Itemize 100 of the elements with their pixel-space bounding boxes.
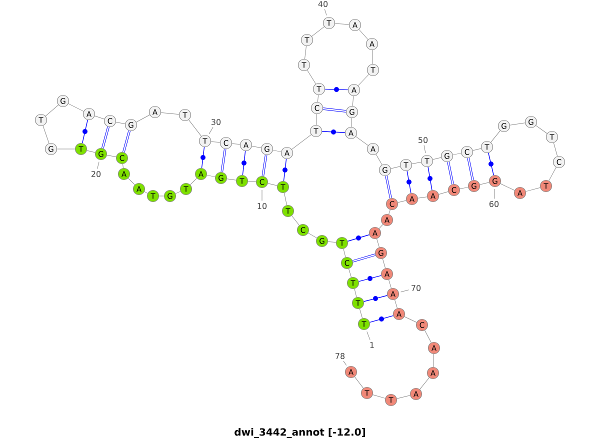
backbone-line [106,154,116,158]
backbone-line [548,167,556,181]
position-number: 70 [412,284,421,292]
backbone-line [248,181,256,182]
backbone-line [376,238,380,248]
backbone-line [510,122,526,126]
base-pair-line [282,158,288,182]
backbone-line [390,166,400,169]
position-number: 20 [92,170,101,178]
base-pair-line [488,152,494,176]
leader-line [208,126,214,134]
title: dwi_3442_annot [-12.0] [234,428,366,438]
backbone-line [500,183,515,191]
base-pair-line [447,162,454,184]
backbone-line [116,122,126,124]
backbone-line [359,308,363,318]
backbone-line [396,395,410,399]
base-pair-line [82,120,88,144]
backbone-line [438,191,448,195]
base-pair-line [242,150,246,176]
base-pair-line [324,87,348,92]
base-pair-line [467,158,474,180]
base-pair-line [322,130,346,134]
base-pair-line [352,254,376,262]
backbone-line [272,150,282,152]
base-pair-line [220,148,226,172]
base-pair-line [358,275,382,282]
backbone-line [354,376,364,388]
base-pair-line [262,154,268,176]
backbone-line [372,50,374,64]
backbone-line [232,143,240,145]
backbone-line [56,148,76,150]
backbone-line [348,268,352,278]
backbone-line [188,120,202,136]
backbone-line [352,96,354,106]
leader-line [343,360,347,366]
backbone-line [394,300,398,308]
backbone-line [358,74,370,86]
backbone-line [86,150,96,153]
backbone-line [424,330,432,343]
position-number: 50 [418,136,428,144]
backbone-line [388,280,392,288]
backbone-line [306,70,316,84]
backbone-line [404,316,417,323]
backbone-line [284,192,288,206]
backbone-line [94,116,104,120]
backbone-line [136,114,150,122]
backbone-line [398,200,406,203]
backbone-line [536,125,548,134]
backbone-line [334,23,350,25]
backbone-line [312,26,324,37]
backbone-line [317,94,319,102]
backbone-line [378,224,384,229]
leader-line [494,188,495,200]
backbone-line [433,354,434,368]
backbone-line [412,162,422,164]
backbone-line [526,187,540,192]
base-pair-line [347,234,370,242]
position-number: 60 [489,200,499,208]
base-pair-line [406,170,412,194]
leader-line [324,8,327,16]
base-pair-line [101,126,110,148]
backbone-line [358,29,368,40]
backbone-line [122,164,124,168]
backbone-line [472,148,482,151]
backbone-line [351,118,352,128]
backbone-line [128,178,135,185]
backbone-line [420,377,430,390]
position-number: 10 [258,202,267,210]
position-number: 30 [212,118,221,126]
backbone-line [376,154,382,165]
base-pair-line [364,295,388,302]
backbone-line [328,241,336,243]
backbone-line [68,103,84,112]
backbone-line [190,178,197,185]
backbone-line [226,178,236,180]
backbone-line [316,114,317,126]
backbone-line [354,288,357,298]
leader-line [400,290,409,292]
base-pair-line [369,315,394,323]
backbone-line [308,232,318,238]
backbone-line [388,210,390,214]
backbone-line [292,134,312,150]
backbone-line [432,157,442,160]
base-pair-line [385,176,392,198]
backbone-line [343,248,346,258]
base-pair-line [428,166,432,190]
base-pair-line [322,108,346,112]
backbone-line [480,182,490,185]
backbone-line [144,191,148,194]
backbone-line [252,146,262,148]
backbone-line [304,46,307,60]
base-pair-line [122,130,131,152]
leader-line [366,331,370,340]
backbone-line [418,196,428,198]
position-number: 40 [318,0,328,8]
backbone-line [382,258,386,268]
backbone-line [372,394,386,399]
backbone-line [356,136,368,146]
backbone-line [460,186,468,190]
